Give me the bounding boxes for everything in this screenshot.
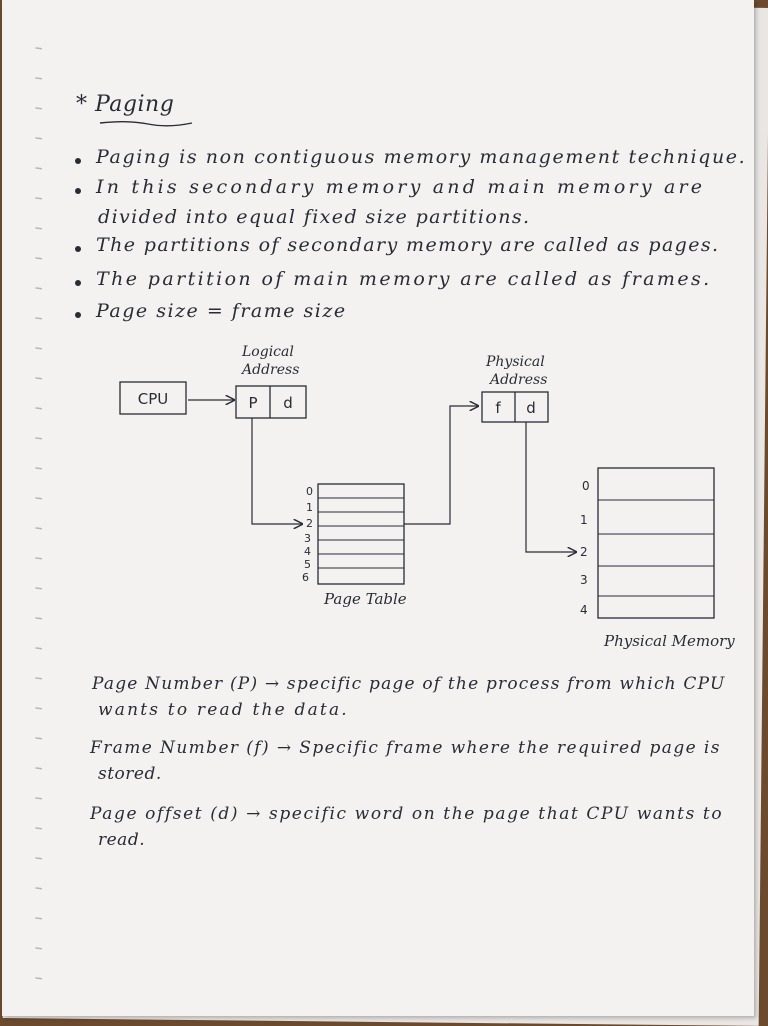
page-table-label: Page Table (323, 590, 407, 608)
physical-address-label-line2: Address (488, 372, 547, 388)
bullet-dot (75, 188, 81, 194)
bullet-text-continued: divided into equal fixed size partitions… (98, 206, 531, 228)
logical-field-d: d (283, 394, 293, 412)
paging-diagram: CPU Logical Address P d 0 1 2 3 4 5 (119, 344, 735, 650)
bullet-text: In this secondary memory and main memory… (96, 176, 706, 198)
definition-page-number-continued: wants to read the data. (98, 700, 349, 720)
physical-memory-index: 3 (580, 573, 588, 587)
physical-memory-index: 2 (580, 545, 588, 559)
physical-memory-box (597, 467, 715, 619)
physical-field-d: d (526, 399, 536, 417)
cpu-box (119, 381, 187, 415)
bullet-text: Page size = frame size (96, 300, 347, 322)
definition-page-number: Page Number (P) → specific page of the p… (92, 674, 726, 694)
bullet-text: Paging is non contiguous memory manageme… (96, 146, 747, 168)
page-table-index: 4 (304, 545, 311, 558)
definition-frame-number-continued: stored. (98, 764, 162, 784)
definition-page-offset-continued: read. (98, 830, 146, 850)
bullet-dot (75, 158, 81, 164)
page-table-index: 1 (306, 501, 313, 514)
physical-field-f: f (495, 399, 501, 417)
logical-address-label-line1: Logical (241, 344, 294, 360)
bullet-dot (75, 246, 81, 252)
definition-frame-number: Frame Number (f) → Specific frame where … (90, 738, 721, 758)
page-table-index: 6 (302, 571, 309, 584)
page-title: * Paging (76, 92, 175, 117)
page-table-index: 5 (304, 558, 311, 571)
margin-ticks (35, 47, 42, 980)
page-table-box (317, 483, 405, 585)
logical-field-p: P (248, 394, 257, 412)
definition-page-offset: Page offset (d) → specific word on the p… (90, 804, 724, 824)
bullet-dot (75, 312, 81, 318)
cpu-label: CPU (138, 390, 169, 408)
physical-memory-index: 4 (580, 603, 588, 617)
physical-address-label-line1: Physical (485, 354, 545, 370)
bullet-text: The partitions of secondary memory are c… (96, 234, 720, 256)
physical-memory-index: 0 (582, 479, 590, 493)
page-table-index: 2 (306, 517, 313, 530)
title-underline (99, 121, 193, 127)
bullet-dot (75, 280, 81, 286)
physical-memory-index: 1 (580, 513, 588, 527)
page-table-index: 0 (306, 485, 313, 498)
physical-memory-label: Physical Memory (603, 632, 735, 650)
bullet-text: The partition of main memory are called … (96, 268, 712, 290)
notebook-page: * Paging Paging is non contiguous memory… (2, 0, 754, 1016)
page-table-index: 3 (304, 532, 311, 545)
logical-address-box (235, 385, 307, 419)
logical-address-label-line2: Address (240, 362, 299, 378)
